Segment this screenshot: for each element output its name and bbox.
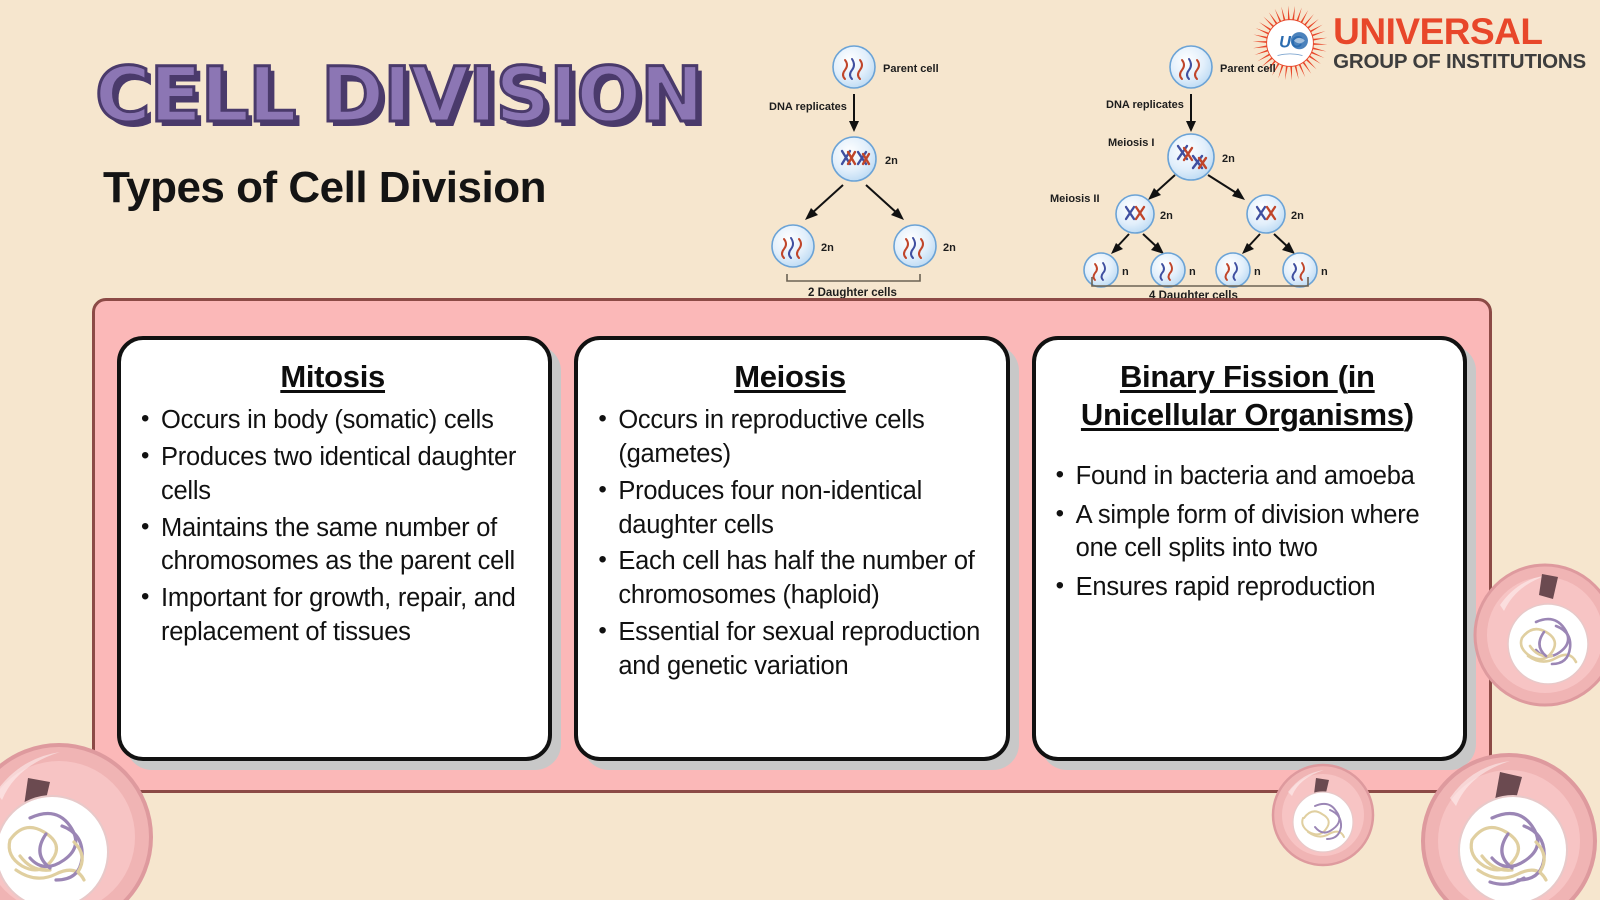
list-item: Important for growth, repair, and replac… [141,581,530,650]
card-binary-fission-bullet-list: Found in bacteria and amoeba A simple fo… [1050,459,1445,606]
list-item: Essential for sexual reproduction and ge… [598,615,987,684]
meiosis-daughter-label-3: n [1254,266,1261,278]
card-mitosis-title: Mitosis [280,359,386,394]
list-item: Maintains the same number of chromosomes… [141,511,530,580]
meiosis-daughter-label-2: n [1189,266,1196,278]
title-block: CELL DIVISION Types of Cell Division [94,50,735,213]
list-item: Found in bacteria and amoeba [1056,459,1445,494]
card-binary-fission-title: Binary Fission (in Unicellular Organisms… [1080,359,1414,432]
mitosis-parent-label: Parent cell [883,63,939,75]
meiosis-phase2-label: Meiosis II [1050,193,1100,205]
card-binary-fission[interactable]: Binary Fission (in Unicellular Organisms… [1031,336,1467,761]
meiosis-daughter-label-1: n [1122,266,1129,278]
logo-name-sub: GROUP OF INSTITUTIONS [1333,50,1586,74]
meiosis-parent-label: Parent cell [1220,63,1276,75]
meiosis-phase1-label: Meiosis I [1108,137,1154,149]
mitosis-daughter-label-1: 2n [821,242,834,254]
list-item: A simple form of division where one cell… [1056,498,1445,567]
institution-logo: UC UNIVERSAL GROUP OF INSTITUTIONS [1251,4,1586,82]
mitosis-step-label: DNA replicates [769,101,847,113]
page-title: CELL DIVISION [94,50,706,139]
card-mitosis[interactable]: Mitosis Occurs in body (somatic) cells P… [117,336,553,761]
meiosis-diagram: Parent cell DNA replicates 2n Meiosis I [1048,42,1328,300]
list-item: Occurs in reproductive cells (gametes) [598,403,987,472]
mitosis-diagram: Parent cell DNA replicates 2n [755,42,990,300]
meiosis-intermediate-label-1: 2n [1160,210,1173,222]
page-subtitle: Types of Cell Division [103,162,546,212]
meiosis-intermediate-label-2: 2n [1291,210,1304,222]
card-meiosis[interactable]: Meiosis Occurs in reproductive cells (ga… [574,336,1010,761]
card-mitosis-bullet-list: Occurs in body (somatic) cells Produces … [135,403,530,650]
sunburst-emblem-icon: UC [1251,4,1329,82]
mitosis-daughter-label-2: 2n [943,242,956,254]
logo-name-main: UNIVERSAL [1333,11,1543,53]
card-meiosis-bullet-list: Occurs in reproductive cells (gametes) P… [592,403,987,684]
mitosis-bracket-label: 2 Daughter cells [808,287,897,299]
list-item: Occurs in body (somatic) cells [141,403,530,438]
card-meiosis-title: Meiosis [734,359,846,394]
list-item: Ensures rapid reproduction [1056,570,1445,605]
types-panel: Mitosis Occurs in body (somatic) cells P… [92,298,1492,793]
mitosis-replicated-label: 2n [885,155,898,167]
meiosis-daughter-label-4: n [1321,266,1328,278]
list-item: Each cell has half the number of chromos… [598,544,987,613]
meiosis-replicated-label: 2n [1222,153,1235,165]
list-item: Produces four non-identical daughter cel… [598,474,987,543]
meiosis-bracket-label: 4 Daughter cells [1149,290,1238,300]
list-item: Produces two identical daughter cells [141,440,530,509]
meiosis-step-label: DNA replicates [1106,99,1184,111]
